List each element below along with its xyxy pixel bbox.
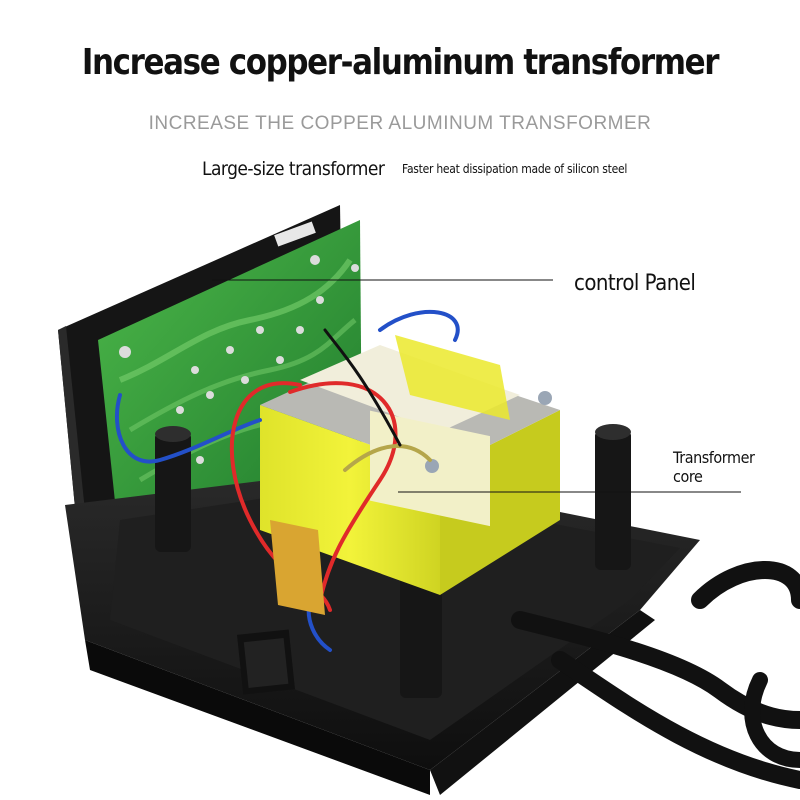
page-title: Increase copper-aluminum transformer (81, 42, 720, 83)
feature-primary: Large-size transformer (202, 158, 385, 180)
feature-secondary: Faster heat dissipation made of silicon … (402, 162, 628, 176)
switch-board (237, 520, 325, 695)
page-subtitle: INCREASE THE COPPER ALUMINUM TRANSFORMER (148, 113, 652, 134)
callout-transformer-core: Transformer core (673, 448, 755, 486)
housing-base (65, 470, 700, 795)
power-cable (511, 561, 800, 789)
callout-control-panel: control Panel (574, 271, 696, 296)
transformer (260, 335, 560, 595)
